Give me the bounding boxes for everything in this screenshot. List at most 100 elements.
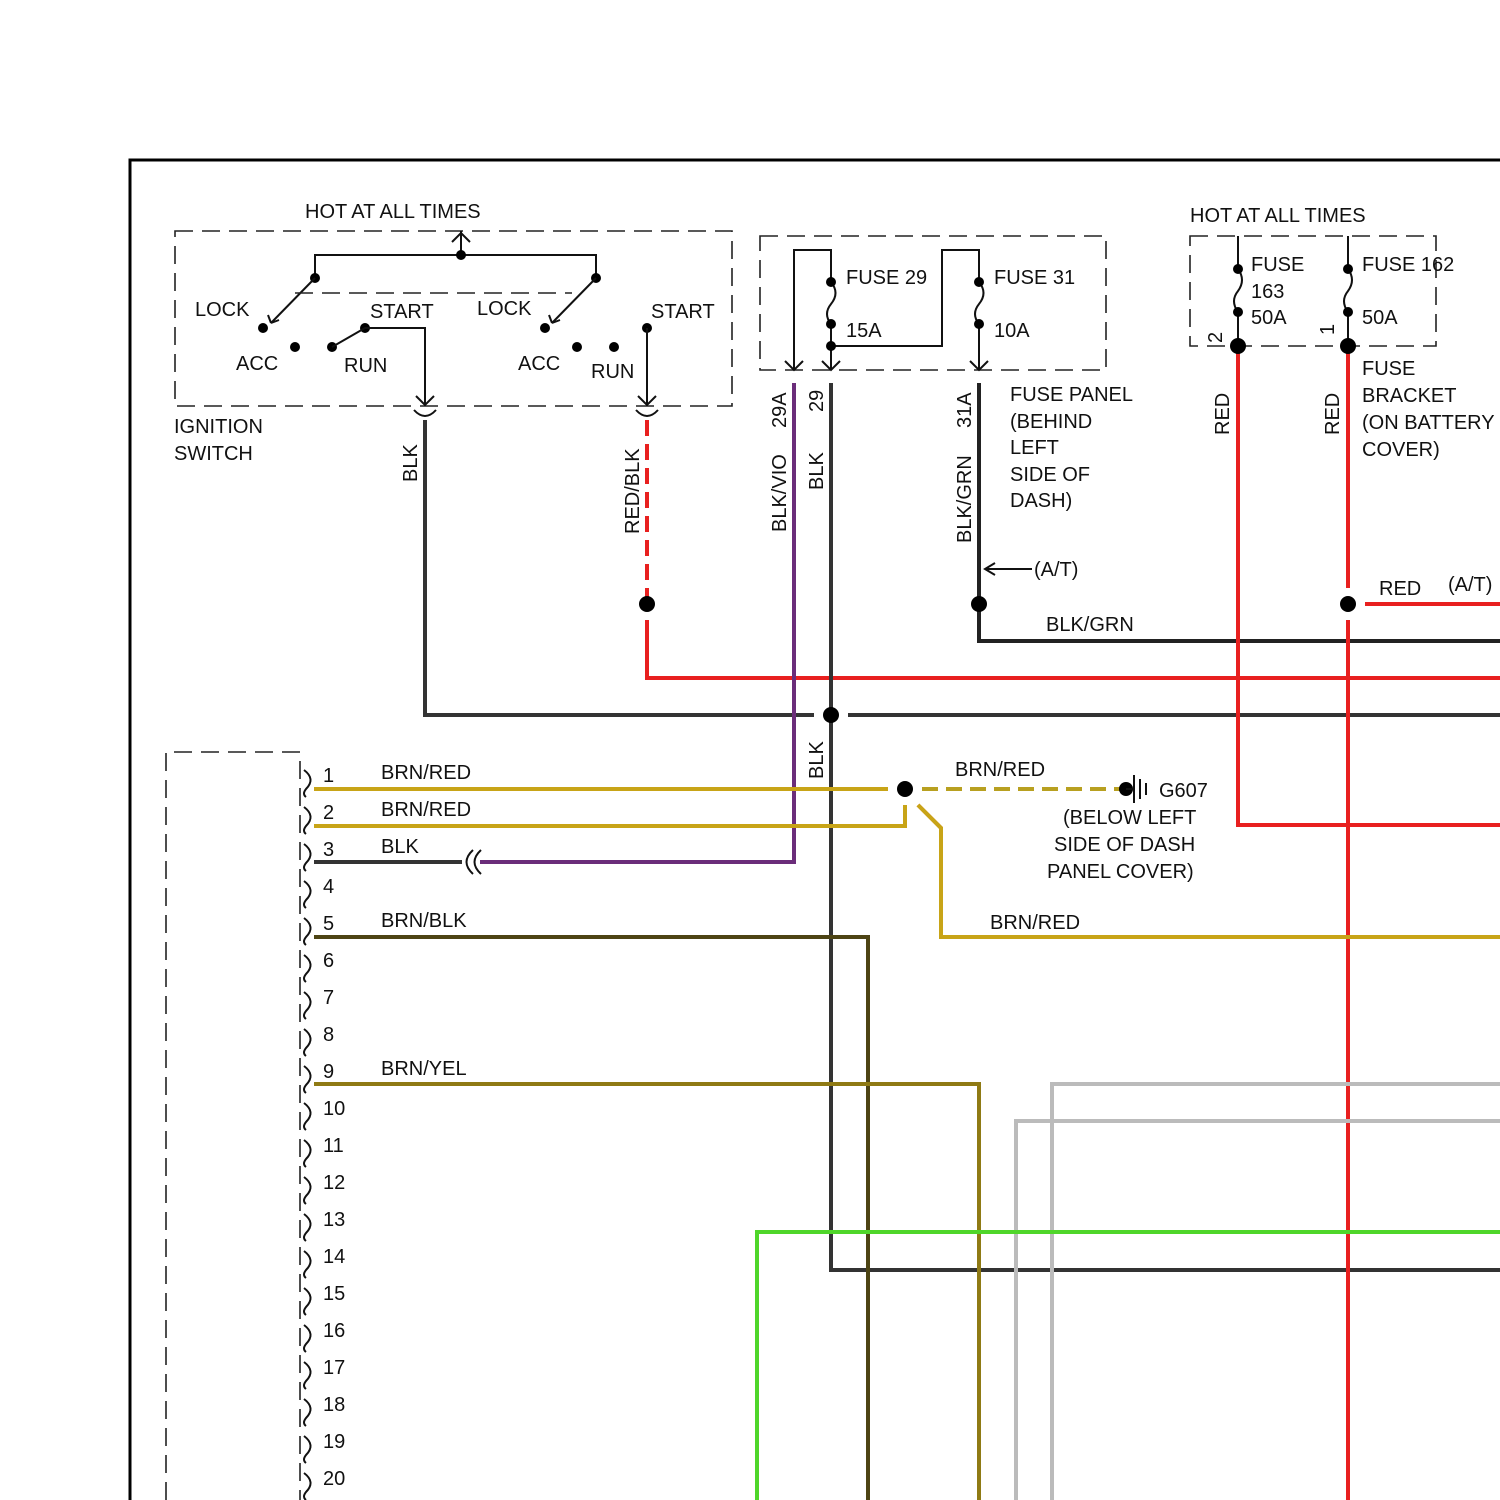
connector-pin-12-terminal — [304, 1177, 311, 1204]
connector-pin-11-terminal — [304, 1140, 311, 1167]
label-blk-lower: BLK — [806, 741, 828, 779]
connector-pin-19-terminal — [304, 1436, 311, 1463]
connector-pin-17-number: 17 — [323, 1357, 345, 1379]
circuit-31a-label: 31A — [954, 392, 976, 428]
fuse163-label-1: FUSE — [1251, 254, 1304, 276]
connector-pin-6-number: 6 — [323, 950, 334, 972]
splice-brn-red — [897, 781, 913, 797]
label-brn-red-ground: BRN/RED — [955, 759, 1045, 781]
ground-location-1: (BELOW LEFT — [1063, 807, 1196, 829]
connector-pin-1-terminal — [304, 770, 311, 797]
fuse162-label-2: 50A — [1362, 307, 1398, 329]
label-blk-29: BLK — [806, 452, 828, 490]
fuse29-rating: 15A — [846, 320, 882, 342]
switch2-acc-contact — [572, 342, 582, 352]
connector-pin-18-terminal — [304, 1399, 311, 1426]
switch2-blade — [552, 278, 596, 323]
fuse163-top-dot — [1233, 264, 1243, 274]
fuse163-label-3: 50A — [1251, 307, 1287, 329]
circuit-29a-label: 29A — [769, 392, 791, 428]
ignition-switch-name-2: SWITCH — [174, 443, 253, 465]
label-blk-ignition: BLK — [400, 444, 422, 482]
connector-pin-2-wire-label: BRN/RED — [381, 799, 471, 821]
label-at: (A/T) — [1034, 559, 1078, 581]
splice-blk — [823, 707, 839, 723]
connector-pin-1-wire-label: BRN/RED — [381, 762, 471, 784]
connector-pin-9-terminal — [304, 1066, 311, 1093]
connector-pin-12-number: 12 — [323, 1172, 345, 1194]
fuse-bracket-label-4: COVER) — [1362, 439, 1440, 461]
bracket-pin-2: 2 — [1205, 332, 1227, 343]
connector-pin-15-number: 15 — [323, 1283, 345, 1305]
label-blk-grn-horizontal: BLK/GRN — [1046, 614, 1134, 636]
fuse163-output-dot — [1230, 338, 1246, 354]
fuse162-label-1: FUSE 162 — [1362, 254, 1454, 276]
connector-pin-9-wire-label: BRN/YEL — [381, 1058, 467, 1080]
label-red-blk: RED/BLK — [622, 448, 644, 534]
connector-pin-10-number: 10 — [323, 1098, 345, 1120]
connector-pin-16-terminal — [304, 1325, 311, 1352]
wire-gray-2 — [1016, 1121, 1500, 1500]
switch2-start-lead — [638, 328, 656, 405]
switch2-lock-contact — [540, 323, 550, 333]
wire-brn-yel — [314, 1084, 979, 1500]
label-brn-red-branch: BRN/RED — [990, 912, 1080, 934]
connector-pin-7-number: 7 — [323, 987, 334, 1009]
bracket-pin-1: 1 — [1317, 324, 1339, 335]
connector-pin-8-terminal — [304, 1029, 311, 1056]
connector-pin-7-terminal — [304, 992, 311, 1019]
fuse-bracket-box — [1190, 236, 1436, 346]
connector-pin-3-wire-label: BLK — [381, 836, 419, 858]
ground-id: G607 — [1159, 780, 1208, 802]
connector-pin-14-terminal — [304, 1251, 311, 1278]
fuse-panel-label-1: FUSE PANEL — [1010, 384, 1133, 406]
switch1-lock-label: LOCK — [195, 299, 250, 321]
fuse-panel-label-2: (BEHIND — [1010, 411, 1092, 433]
switch1-blade — [271, 278, 315, 323]
connector-pin-5-terminal — [304, 918, 311, 945]
connector-pin-11-number: 11 — [323, 1135, 344, 1157]
splice-blk-grn — [971, 596, 987, 612]
fuse-panel-box — [760, 236, 1106, 370]
connector-pin-5-wire-label: BRN/BLK — [381, 910, 467, 932]
ignition-feed — [315, 231, 596, 278]
fuse31-top-dot — [974, 277, 984, 287]
fuse-panel-label-5: DASH) — [1010, 490, 1072, 512]
connector-pin-5-number: 5 — [323, 913, 334, 935]
switch1-acc-contact — [290, 342, 300, 352]
bracket-hot-label: HOT AT ALL TIMES — [1190, 205, 1366, 227]
wires: BLK RED/BLK BLK/VIO BLK BLK/GRN (A/T) BL… — [314, 338, 1500, 1500]
label-at-red: (A/T) — [1448, 574, 1492, 596]
inline-connector — [467, 850, 482, 874]
connector-pin-list: 1BRN/RED2BRN/RED3BLK45BRN/BLK6789BRN/YEL… — [304, 762, 471, 1500]
switch1-acc-label: ACC — [236, 353, 278, 375]
circuit-29-label: 29 — [806, 390, 828, 412]
connector-pin-10-terminal — [304, 1103, 311, 1130]
fuse31-bottom-dot — [974, 319, 984, 329]
connector-pin-2-terminal — [304, 807, 311, 834]
switch1-start-label: START — [370, 301, 434, 323]
splice-red-at — [1340, 596, 1356, 612]
ignition-switch-name-1: IGNITION — [174, 416, 263, 438]
fuse-panel-label-4: SIDE OF — [1010, 464, 1090, 486]
ignition-hot-label: HOT AT ALL TIMES — [305, 201, 481, 223]
connector-pin-3-terminal — [304, 844, 311, 871]
connector-outline — [166, 752, 300, 1500]
connector-pin-20-terminal — [304, 1473, 311, 1500]
label-red-right: RED — [1322, 393, 1344, 435]
connector-pin-13-number: 13 — [323, 1209, 345, 1231]
switch1-run-label: RUN — [344, 355, 387, 377]
connector-pin-19-number: 19 — [323, 1431, 345, 1453]
fuse-bracket-label-3: (ON BATTERY — [1362, 412, 1495, 434]
ignition-bus-dot — [456, 250, 466, 260]
at-arrow — [985, 563, 1032, 575]
connector-pin-13-terminal — [304, 1214, 311, 1241]
label-blk-grn: BLK/GRN — [954, 455, 976, 543]
fuse163-element — [1234, 236, 1242, 346]
ground-g607-icon — [1119, 775, 1146, 803]
switch2-run-label: RUN — [591, 361, 634, 383]
ground-location-3: PANEL COVER) — [1047, 861, 1194, 883]
connector-pin-18-number: 18 — [323, 1394, 345, 1416]
